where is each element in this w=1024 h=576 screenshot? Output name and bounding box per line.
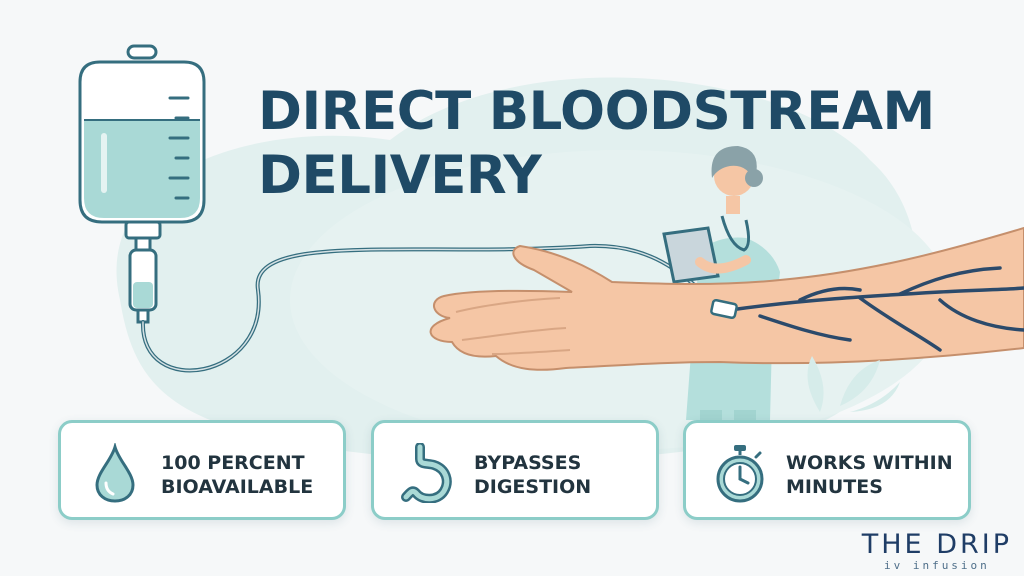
feature-label: WORKS WITHIN MINUTES (786, 452, 953, 498)
stomach-icon (401, 443, 452, 503)
cannula (710, 298, 738, 320)
water-drop-icon (95, 443, 135, 503)
drip-chamber (128, 248, 158, 324)
feature-card-digestion: BYPASSES DIGESTION (371, 420, 659, 520)
page-title: DIRECT BLOODSTREAM DELIVERY (258, 80, 935, 208)
feature-card-minutes: WORKS WITHIN MINUTES (683, 420, 971, 520)
arm-hand (429, 226, 1024, 371)
brand-tagline: iv infusion (883, 559, 990, 572)
feature-label: BYPASSES DIGESTION (474, 452, 592, 498)
stopwatch-icon (716, 445, 764, 503)
plant-decoration (807, 356, 900, 412)
brand-logo: THE DRIP iv infusion (862, 530, 1012, 572)
veins (728, 266, 1024, 352)
feature-label: 100 PERCENT BIOAVAILABLE (161, 452, 314, 498)
iv-bag (78, 44, 206, 252)
feature-card-bioavailable: 100 PERCENT BIOAVAILABLE (58, 420, 346, 520)
title-line-1: DIRECT BLOODSTREAM (258, 81, 935, 142)
brand-name: THE DRIP (861, 529, 1012, 560)
title-line-2: DELIVERY (258, 145, 542, 206)
